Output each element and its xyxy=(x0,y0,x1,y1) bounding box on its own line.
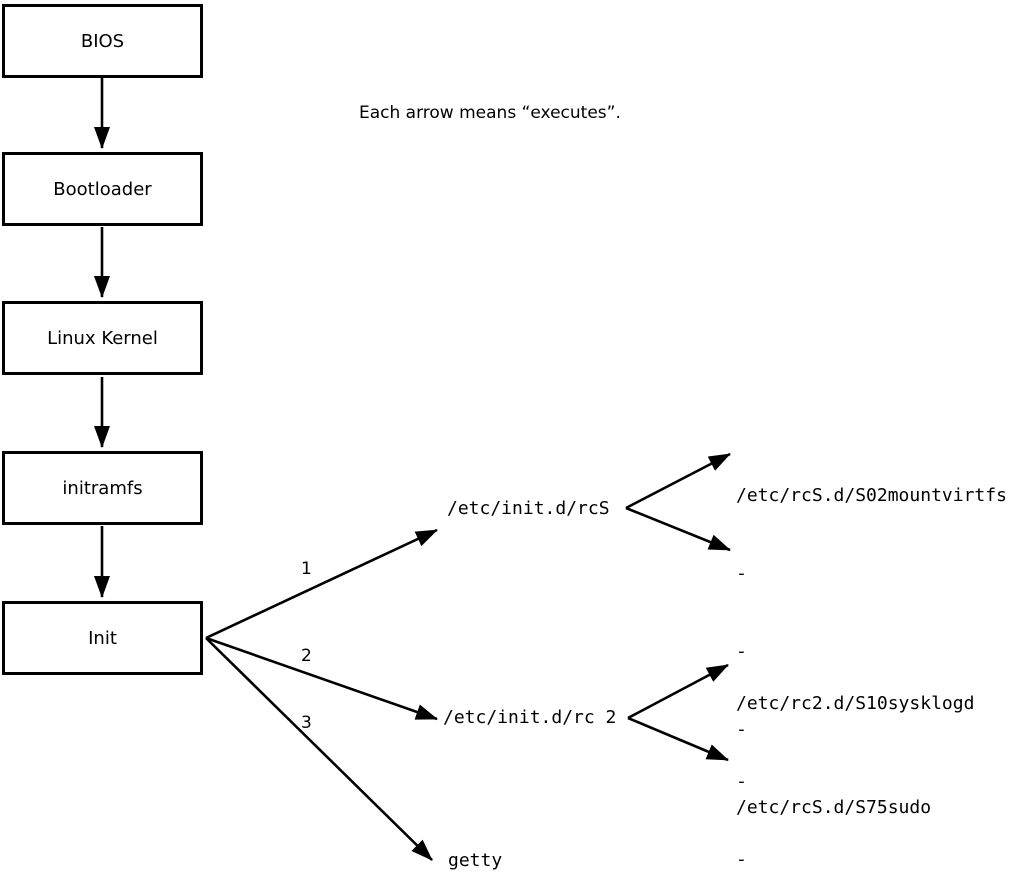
box-bios: BIOS xyxy=(2,4,203,78)
ellipsis-dash: - xyxy=(736,563,747,584)
ellipsis-dash: - xyxy=(736,849,747,870)
arrow-label-2: 2 xyxy=(301,646,312,666)
box-bootloader: Bootloader xyxy=(2,152,203,226)
box-linux-kernel: Linux Kernel xyxy=(2,301,203,375)
box-bootloader-label: Bootloader xyxy=(53,178,152,200)
text-init-d-rcs: /etc/init.d/rcS xyxy=(447,498,610,519)
arrow-rcs-to-s75sudo xyxy=(625,506,731,552)
box-initramfs: initramfs xyxy=(2,451,203,525)
rc2-script-first: /etc/rc2.d/S10sysklogd xyxy=(736,693,975,714)
text-getty: getty xyxy=(448,850,503,871)
ellipsis-dash: - xyxy=(736,641,747,662)
rcs-script-list: /etc/rcS.d/S02mountvirtfs - - - /etc/rcS… xyxy=(736,431,1007,873)
arrow-rc2-to-s99gdm xyxy=(627,716,729,762)
text-init-d-rc2: /etc/init.d/rc 2 xyxy=(443,707,617,728)
arrow-label-1: 1 xyxy=(301,559,312,579)
ellipsis-dash: - xyxy=(736,719,747,740)
arrow-label-3: 3 xyxy=(301,713,312,733)
box-bios-label: BIOS xyxy=(80,30,125,52)
arrow-init-to-getty xyxy=(205,637,433,861)
rcs-script-first: /etc/rcS.d/S02mountvirtfs xyxy=(736,485,1007,506)
box-linux-kernel-label: Linux Kernel xyxy=(47,327,158,349)
arrow-rcs-to-s02mountvirtfs xyxy=(625,452,731,510)
legend-note: Each arrow means “executes”. xyxy=(359,103,621,123)
arrow-init-to-rcs xyxy=(205,528,438,640)
box-init: Init xyxy=(2,601,203,675)
arrow-rc2-to-s10sysklogd xyxy=(627,663,729,720)
arrow-init-to-rc2 xyxy=(205,636,438,721)
rcs-script-last: /etc/rcS.d/S75sudo xyxy=(736,797,932,818)
box-initramfs-label: initramfs xyxy=(62,477,143,499)
rc2-script-list: /etc/rc2.d/S10sysklogd - - - /etc/rc2.d/… xyxy=(736,639,974,875)
box-init-label: Init xyxy=(88,627,117,649)
ellipsis-dash: - xyxy=(736,771,747,792)
